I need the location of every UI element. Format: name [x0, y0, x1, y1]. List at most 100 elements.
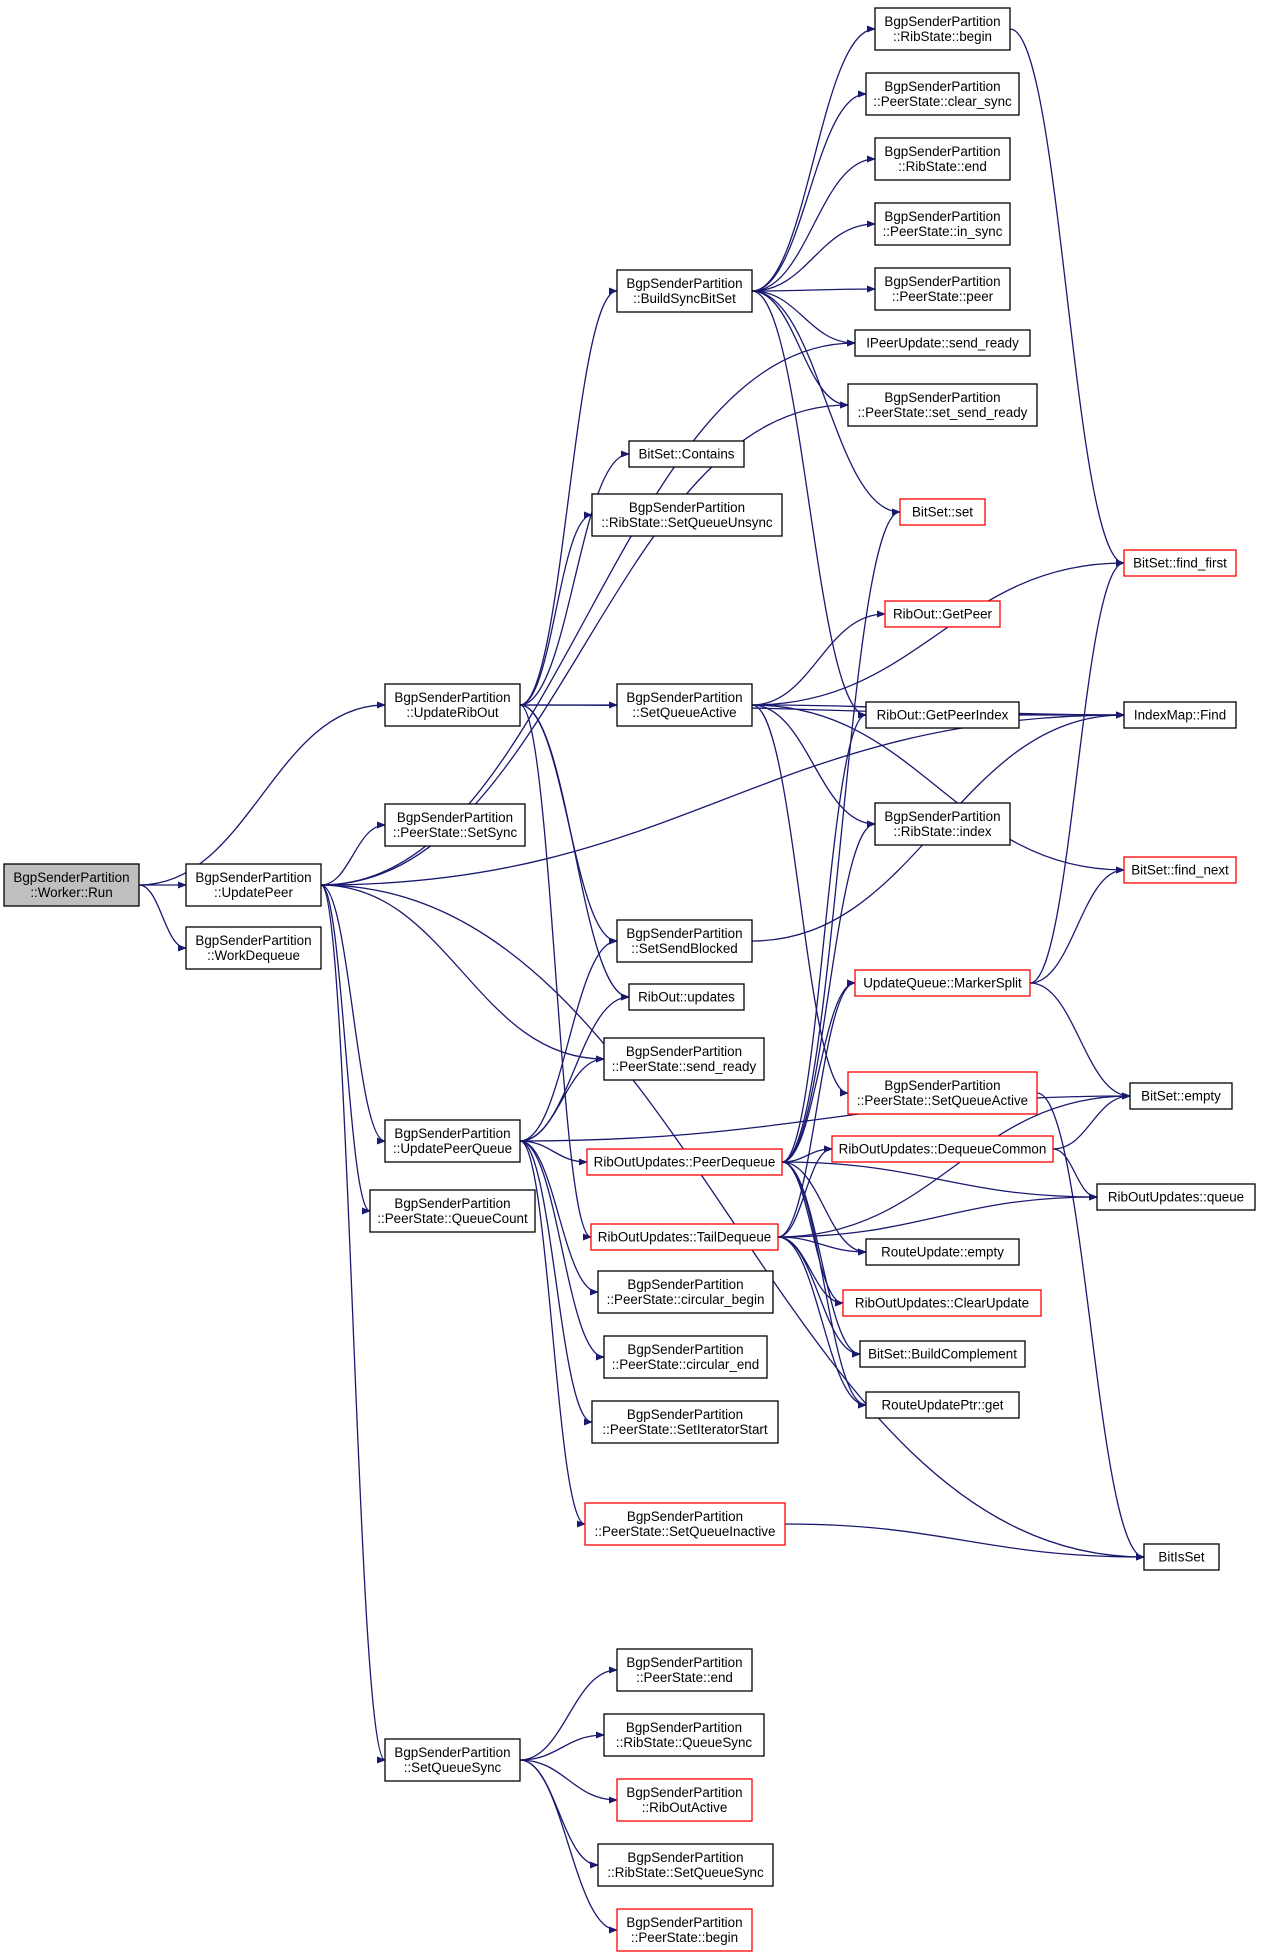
node-box[interactable]	[874, 802, 1011, 846]
node-box[interactable]	[874, 202, 1011, 246]
node-box[interactable]	[874, 7, 1011, 51]
node-ribstate-index[interactable]: BgpSenderPartition::RibState::index	[874, 802, 1011, 846]
node-bitisset[interactable]: BitIsSet	[1143, 1543, 1220, 1571]
node-box[interactable]	[616, 683, 753, 727]
node-box[interactable]	[628, 983, 745, 1011]
node-work-dequeue[interactable]: BgpSenderPartition::WorkDequeue	[185, 926, 322, 970]
node-set-queue-active[interactable]: BgpSenderPartition::SetQueueActive	[616, 683, 753, 727]
node-box[interactable]	[1143, 1543, 1220, 1571]
node-box[interactable]	[842, 1289, 1042, 1317]
node-peerstate-setsync[interactable]: BgpSenderPartition::PeerState::SetSync	[384, 803, 526, 847]
node-box[interactable]	[899, 498, 986, 526]
node-box[interactable]	[1123, 856, 1237, 884]
node-box[interactable]	[874, 137, 1011, 181]
node-box[interactable]	[865, 1391, 1020, 1419]
node-box[interactable]	[603, 1335, 768, 1379]
node-ribstate-end[interactable]: BgpSenderPartition::RibState::end	[874, 137, 1011, 181]
node-box[interactable]	[874, 267, 1011, 311]
node-box[interactable]	[384, 683, 521, 727]
node-bitset-set[interactable]: BitSet::set	[899, 498, 986, 526]
node-set-send-blocked[interactable]: BgpSenderPartition::SetSendBlocked	[616, 919, 753, 963]
node-box[interactable]	[847, 1071, 1038, 1115]
node-peerstate-begin[interactable]: BgpSenderPartition::PeerState::begin	[616, 1908, 753, 1952]
node-box[interactable]	[854, 969, 1031, 997]
node-box[interactable]	[616, 1648, 753, 1692]
node-update-peer-queue[interactable]: BgpSenderPartition::UpdatePeerQueue	[384, 1119, 521, 1163]
node-peerstate-circular-end[interactable]: BgpSenderPartition::PeerState::circular_…	[603, 1335, 768, 1379]
node-riboutactive[interactable]: BgpSenderPartition::RibOutActive	[616, 1778, 753, 1822]
node-riboutupdates-clearupdate[interactable]: RibOutUpdates::ClearUpdate	[842, 1289, 1042, 1317]
node-bitset-contains[interactable]: BitSet::Contains	[628, 440, 745, 468]
node-box[interactable]	[1096, 1183, 1256, 1211]
node-ribout-getpeerindex[interactable]: RibOut::GetPeerIndex	[865, 701, 1020, 729]
node-box[interactable]	[597, 1270, 774, 1314]
node-bitset-empty[interactable]: BitSet::empty	[1129, 1082, 1233, 1110]
node-routeupdate-empty[interactable]: RouteUpdate::empty	[865, 1238, 1020, 1266]
node-box[interactable]	[616, 269, 753, 313]
node-box[interactable]	[884, 600, 1001, 628]
node-indexmap-find[interactable]: IndexMap::Find	[1123, 701, 1237, 729]
node-box[interactable]	[591, 493, 783, 537]
node-box[interactable]	[590, 1223, 779, 1251]
node-box[interactable]	[185, 863, 322, 907]
node-riboutupdates-peerdequeue[interactable]: RibOutUpdates::PeerDequeue	[586, 1148, 783, 1176]
node-box[interactable]	[865, 701, 1020, 729]
node-riboutupdates-dequeuecommon[interactable]: RibOutUpdates::DequeueCommon	[831, 1135, 1054, 1163]
node-peerstate-setqueueactive[interactable]: BgpSenderPartition::PeerState::SetQueueA…	[847, 1071, 1038, 1115]
node-box[interactable]	[1123, 549, 1237, 577]
node-update-peer[interactable]: BgpSenderPartition::UpdatePeer	[185, 863, 322, 907]
node-peerstate-setqueueinactive[interactable]: BgpSenderPartition::PeerState::SetQueueI…	[584, 1502, 786, 1546]
node-riboutupdates-taildequeue[interactable]: RibOutUpdates::TailDequeue	[590, 1223, 779, 1251]
node-box[interactable]	[859, 1340, 1026, 1368]
node-worker-run[interactable]: BgpSenderPartition::Worker::Run	[3, 863, 140, 907]
node-box[interactable]	[586, 1148, 783, 1176]
node-box[interactable]	[369, 1189, 536, 1233]
node-box[interactable]	[1123, 701, 1237, 729]
node-box[interactable]	[616, 1778, 753, 1822]
node-box[interactable]	[865, 1238, 1020, 1266]
node-bitset-find-next[interactable]: BitSet::find_next	[1123, 856, 1237, 884]
node-build-sync-bitset[interactable]: BgpSenderPartition::BuildSyncBitSet	[616, 269, 753, 313]
node-box[interactable]	[854, 329, 1031, 357]
node-update-rib-out[interactable]: BgpSenderPartition::UpdateRibOut	[384, 683, 521, 727]
node-peerstate-in-sync[interactable]: BgpSenderPartition::PeerState::in_sync	[874, 202, 1011, 246]
node-bitset-buildcomplement[interactable]: BitSet::BuildComplement	[859, 1340, 1026, 1368]
node-box[interactable]	[847, 383, 1038, 427]
node-peerstate-set-send-ready[interactable]: BgpSenderPartition::PeerState::set_send_…	[847, 383, 1038, 427]
node-ribstate-setqueuesync[interactable]: BgpSenderPartition::RibState::SetQueueSy…	[597, 1843, 774, 1887]
node-box[interactable]	[603, 1037, 765, 1081]
node-box[interactable]	[616, 1908, 753, 1952]
node-bitset-find-first[interactable]: BitSet::find_first	[1123, 549, 1237, 577]
node-riboutupdates-queue[interactable]: RibOutUpdates::queue	[1096, 1183, 1256, 1211]
node-box[interactable]	[865, 72, 1020, 116]
node-box[interactable]	[1129, 1082, 1233, 1110]
node-ribout-getpeer[interactable]: RibOut::GetPeer	[884, 600, 1001, 628]
node-routeupdateptr-get[interactable]: RouteUpdatePtr::get	[865, 1391, 1020, 1419]
node-peerstate-clear-sync[interactable]: BgpSenderPartition::PeerState::clear_syn…	[865, 72, 1020, 116]
node-box[interactable]	[597, 1843, 774, 1887]
node-box[interactable]	[584, 1502, 786, 1546]
node-ribstate-queuesync[interactable]: BgpSenderPartition::RibState::QueueSync	[603, 1713, 765, 1757]
node-peerstate-peer[interactable]: BgpSenderPartition::PeerState::peer	[874, 267, 1011, 311]
node-box[interactable]	[603, 1713, 765, 1757]
node-updatequeue-markersplit[interactable]: UpdateQueue::MarkerSplit	[854, 969, 1031, 997]
node-peerstate-queuecount[interactable]: BgpSenderPartition::PeerState::QueueCoun…	[369, 1189, 536, 1233]
node-peerstate-send-ready[interactable]: BgpSenderPartition::PeerState::send_read…	[603, 1037, 765, 1081]
node-box[interactable]	[185, 926, 322, 970]
node-set-queue-sync[interactable]: BgpSenderPartition::SetQueueSync	[384, 1738, 521, 1782]
node-box[interactable]	[591, 1400, 779, 1444]
node-ribstate-setqueueunsync[interactable]: BgpSenderPartition::RibState::SetQueueUn…	[591, 493, 783, 537]
node-box[interactable]	[616, 919, 753, 963]
node-peerstate-end[interactable]: BgpSenderPartition::PeerState::end	[616, 1648, 753, 1692]
node-ribstate-begin[interactable]: BgpSenderPartition::RibState::begin	[874, 7, 1011, 51]
node-ribout-updates[interactable]: RibOut::updates	[628, 983, 745, 1011]
node-peerstate-setiteratorstart[interactable]: BgpSenderPartition::PeerState::SetIterat…	[591, 1400, 779, 1444]
node-peerstate-circular-begin[interactable]: BgpSenderPartition::PeerState::circular_…	[597, 1270, 774, 1314]
node-box[interactable]	[628, 440, 745, 468]
node-box[interactable]	[384, 1738, 521, 1782]
node-box[interactable]	[3, 863, 140, 907]
node-box[interactable]	[384, 1119, 521, 1163]
node-box[interactable]	[384, 803, 526, 847]
node-box[interactable]	[831, 1135, 1054, 1163]
node-ipeerupdate-send-ready[interactable]: IPeerUpdate::send_ready	[854, 329, 1031, 357]
